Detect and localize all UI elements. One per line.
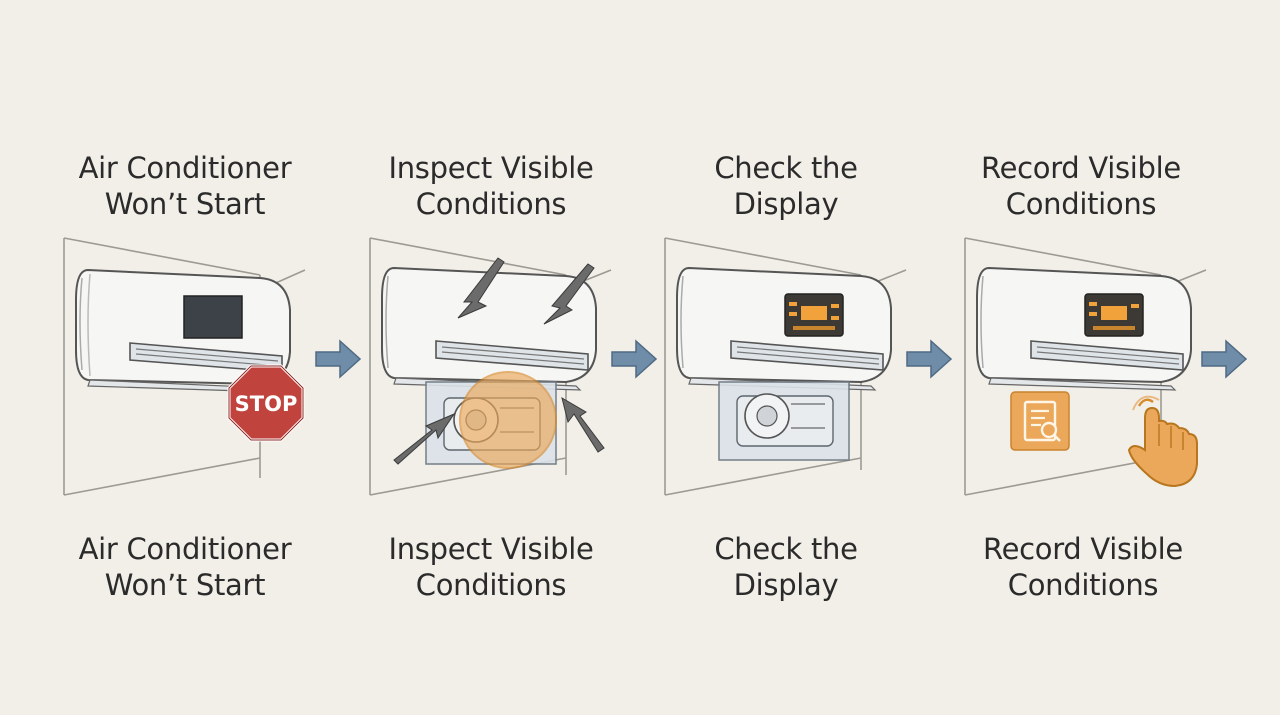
tap-hand-icon xyxy=(1127,395,1198,488)
fan-housing xyxy=(718,381,850,461)
arrow-right-icon xyxy=(1200,337,1248,381)
step-4-title: Record Visible Conditions xyxy=(981,151,1181,221)
arrow-right-icon xyxy=(905,337,953,381)
step-2-title: Inspect Visible Conditions xyxy=(388,151,594,221)
ac-unit xyxy=(381,266,597,391)
step-1-title: Air Conditioner Won’t Start xyxy=(78,151,292,221)
stop-label: STOP xyxy=(235,392,298,416)
step-4-caption: Record Visible Conditions xyxy=(983,532,1183,602)
step-4-illustration xyxy=(961,230,1271,500)
step-2-illustration xyxy=(366,230,676,500)
lit-display xyxy=(1084,293,1144,337)
blank-display xyxy=(183,295,243,339)
stop-sign-icon: STOP xyxy=(227,364,305,442)
lit-display xyxy=(784,293,844,337)
step-3-illustration xyxy=(661,230,971,500)
pointer-arrow-icon xyxy=(393,257,605,465)
arrow-right-icon xyxy=(314,337,362,381)
step-3-title: Check the Display xyxy=(714,151,858,221)
ac-unit xyxy=(676,266,892,391)
document-search-icon xyxy=(1010,391,1070,451)
step-2-caption: Inspect Visible Conditions xyxy=(388,532,594,602)
arrow-right-icon xyxy=(610,337,658,381)
step-1-illustration: STOP xyxy=(60,230,370,500)
highlight-circle xyxy=(459,371,557,469)
step-3-caption: Check the Display xyxy=(714,532,858,602)
step-1-caption: Air Conditioner Won’t Start xyxy=(78,532,292,602)
ac-unit xyxy=(976,266,1192,391)
